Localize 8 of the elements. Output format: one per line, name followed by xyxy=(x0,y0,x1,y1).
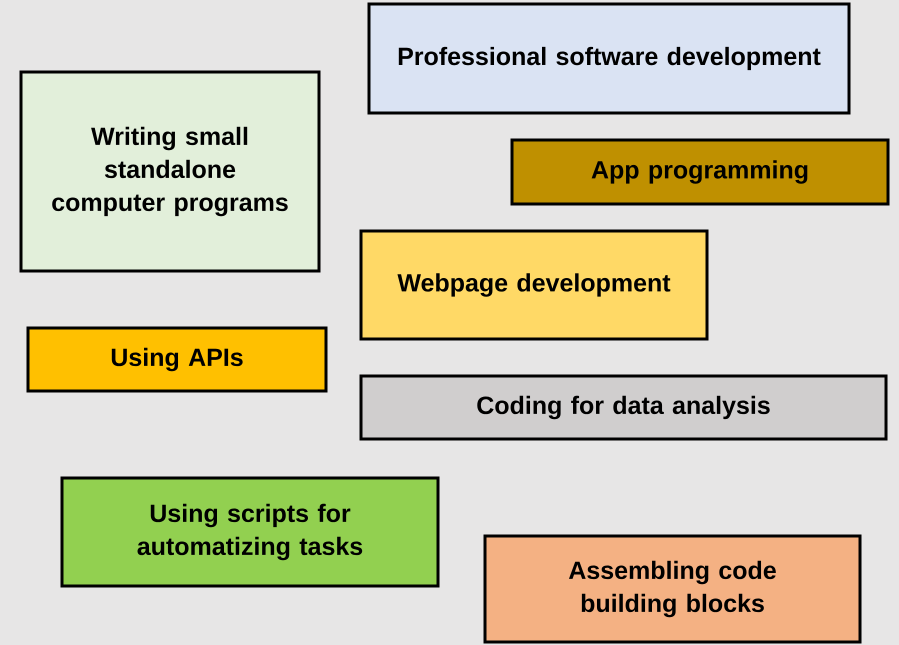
text-box: Using scripts for automatizing tasks xyxy=(60,476,440,588)
text-box: Using APIs xyxy=(26,326,328,392)
text-box: App programming xyxy=(510,138,890,206)
text-box: Writing small standalone computer programs xyxy=(20,70,320,272)
text-box: Webpage development xyxy=(360,230,708,340)
text-box: Coding for data analysis xyxy=(360,374,888,440)
text-box: Assembling code building blocks xyxy=(484,534,862,644)
text-box: Professional software development xyxy=(368,2,851,114)
